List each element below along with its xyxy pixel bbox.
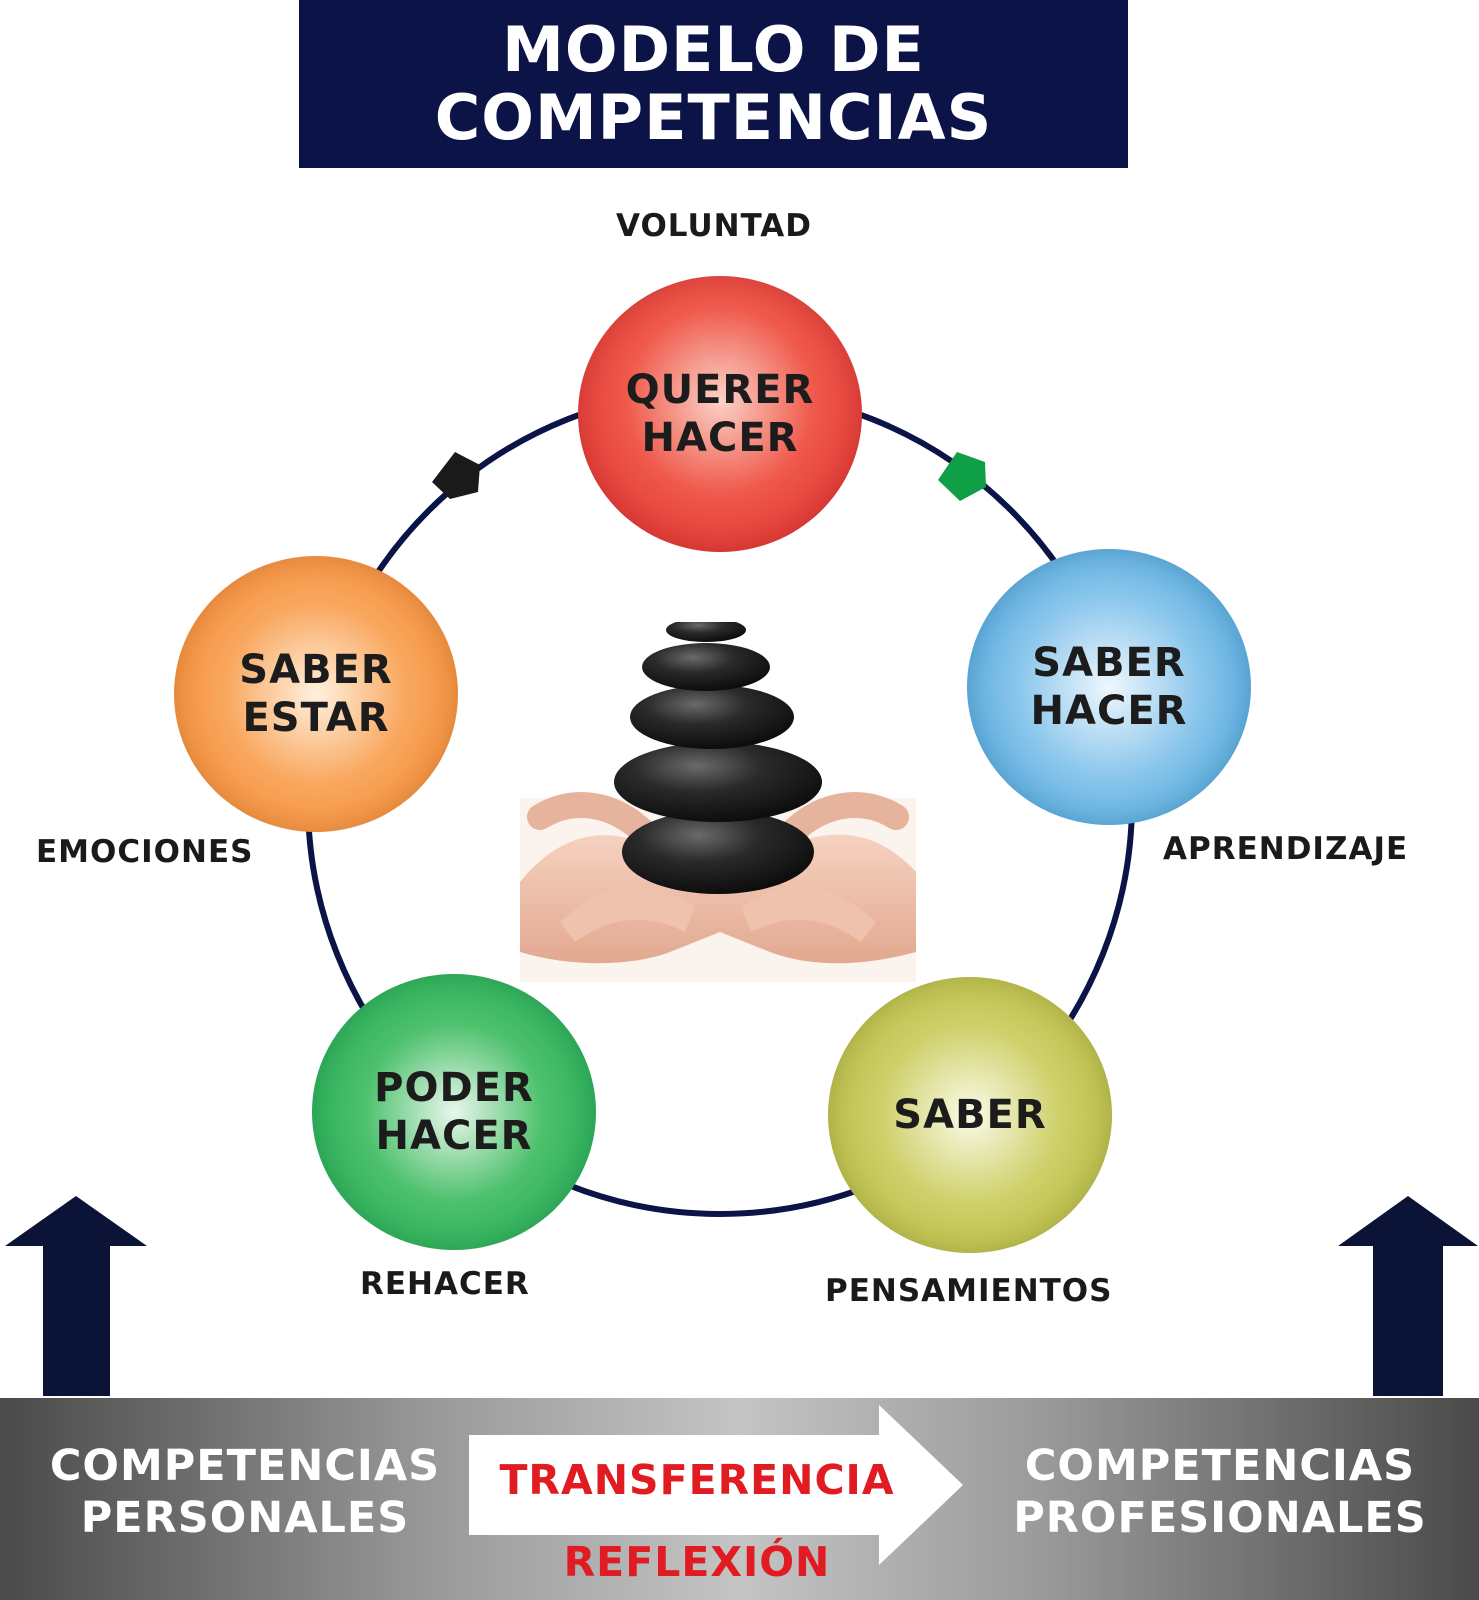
caption-voluntad: VOLUNTAD bbox=[616, 208, 812, 244]
arrow-up-right-icon bbox=[1338, 1196, 1478, 1396]
node-label-line1: SABER bbox=[1032, 639, 1185, 687]
competencias-personales-label: COMPETENCIAS PERSONALES bbox=[20, 1440, 470, 1544]
node-label-line1: QUERER bbox=[626, 366, 815, 414]
node-saber-hacer: SABER HACER bbox=[967, 549, 1251, 825]
band-right-line2: PROFESIONALES bbox=[990, 1492, 1450, 1544]
node-label-line2: HACER bbox=[376, 1112, 533, 1160]
band-left-line1: COMPETENCIAS bbox=[20, 1440, 470, 1492]
caption-emociones: EMOCIONES bbox=[36, 834, 253, 870]
node-querer-hacer: QUERER HACER bbox=[578, 276, 862, 552]
band-right-line1: COMPETENCIAS bbox=[990, 1440, 1450, 1492]
band-left-line2: PERSONALES bbox=[20, 1492, 470, 1544]
node-label-line1: SABER bbox=[893, 1091, 1046, 1139]
arrow-up-left-icon bbox=[5, 1196, 147, 1396]
competencias-profesionales-label: COMPETENCIAS PROFESIONALES bbox=[990, 1440, 1450, 1544]
caption-rehacer: REHACER bbox=[360, 1266, 530, 1302]
node-saber: SABER bbox=[828, 977, 1112, 1253]
node-label-line2: HACER bbox=[642, 414, 799, 462]
node-saber-estar: SABER ESTAR bbox=[174, 556, 458, 832]
reflexion-label: REFLEXIÓN bbox=[469, 1538, 925, 1586]
node-label-line2: HACER bbox=[1031, 687, 1188, 735]
caption-aprendizaje: APRENDIZAJE bbox=[1163, 831, 1408, 867]
node-poder-hacer: PODER HACER bbox=[312, 974, 596, 1250]
caption-pensamientos: PENSAMIENTOS bbox=[825, 1273, 1113, 1309]
node-label-line2: ESTAR bbox=[242, 694, 389, 742]
node-label-line1: SABER bbox=[239, 646, 392, 694]
transferencia-label: TRANSFERENCIA bbox=[469, 1456, 925, 1504]
pentagon-marker-left bbox=[432, 452, 480, 499]
stones-in-hands-image bbox=[520, 622, 916, 982]
node-label-line1: PODER bbox=[374, 1064, 534, 1112]
